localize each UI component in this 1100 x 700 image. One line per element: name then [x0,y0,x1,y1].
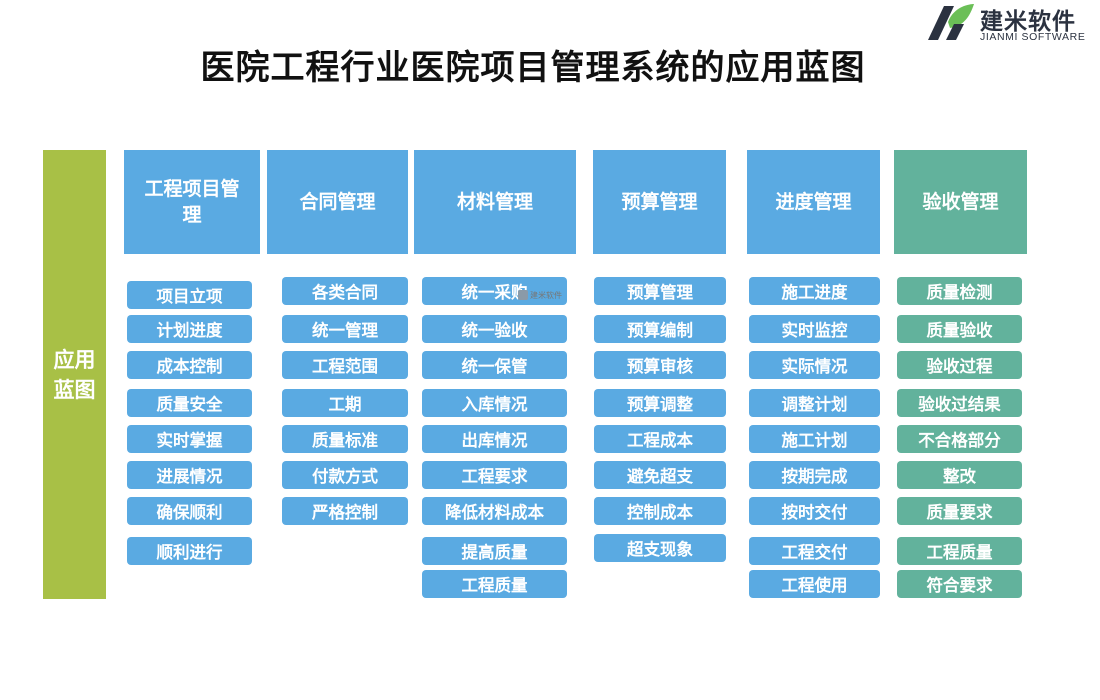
column-header-3: 材料管理 [414,150,576,254]
column-3-item: 统一验收 [422,315,567,343]
column-6-item: 整改 [897,461,1022,489]
column-3-item: 工程质量 [422,570,567,598]
column-1-item: 确保顺利 [127,497,252,525]
column-3-item: 统一保管 [422,351,567,379]
side-label-text: 应用蓝图 [53,347,96,402]
brand-logo: 建米软件 JIANMI SOFTWARE [924,0,1100,46]
column-4-item: 预算编制 [594,315,726,343]
column-3-item: 统一采购 [422,277,567,305]
page-title: 医院工程行业医院项目管理系统的应用蓝图 [200,48,866,88]
column-4-item: 超支现象 [594,534,726,562]
watermark-text: 建米软件 [530,290,562,300]
jianmi-logo-icon [928,4,974,40]
column-3-item: 入库情况 [422,389,567,417]
column-6-item: 质量要求 [897,497,1022,525]
column-5-item: 实时监控 [749,315,880,343]
watermark-icon [518,290,528,300]
column-5-item: 工程交付 [749,537,880,565]
column-4-item: 预算审核 [594,351,726,379]
column-6-item: 质量检测 [897,277,1022,305]
column-3-item: 降低材料成本 [422,497,567,525]
column-2-item: 各类合同 [282,277,408,305]
column-1-item: 成本控制 [127,351,252,379]
column-5-item: 施工计划 [749,425,880,453]
column-6-item: 验收过结果 [897,389,1022,417]
column-2-item: 工期 [282,389,408,417]
column-5-item: 施工进度 [749,277,880,305]
column-4-item: 预算管理 [594,277,726,305]
column-2-item: 付款方式 [282,461,408,489]
column-header-4: 预算管理 [593,150,726,254]
column-5-item: 调整计划 [749,389,880,417]
column-6-item: 符合要求 [897,570,1022,598]
column-2-item: 严格控制 [282,497,408,525]
column-1-item: 计划进度 [127,315,252,343]
column-4-item: 预算调整 [594,389,726,417]
brand-subtitle: JIANMI SOFTWARE [980,31,1086,43]
column-1-item: 顺利进行 [127,537,252,565]
column-2-item: 质量标准 [282,425,408,453]
column-4-item: 避免超支 [594,461,726,489]
side-label: 应用蓝图 [43,150,106,599]
column-6-item: 验收过程 [897,351,1022,379]
column-5-item: 实际情况 [749,351,880,379]
column-header-5: 进度管理 [747,150,880,254]
column-header-2: 合同管理 [267,150,408,254]
column-3-item: 工程要求 [422,461,567,489]
column-4-item: 控制成本 [594,497,726,525]
column-3-item: 提高质量 [422,537,567,565]
column-1-item: 进展情况 [127,461,252,489]
column-2-item: 工程范围 [282,351,408,379]
column-5-item: 工程使用 [749,570,880,598]
column-2-item: 统一管理 [282,315,408,343]
column-5-item: 按期完成 [749,461,880,489]
column-5-item: 按时交付 [749,497,880,525]
column-header-6: 验收管理 [894,150,1027,254]
brand-name: 建米软件 [980,9,1076,35]
column-1-item: 质量安全 [127,389,252,417]
column-6-item: 质量验收 [897,315,1022,343]
column-6-item: 不合格部分 [897,425,1022,453]
column-header-1: 工程项目管理 [124,150,260,254]
column-1-item: 项目立项 [127,281,252,309]
column-6-item: 工程质量 [897,537,1022,565]
column-1-item: 实时掌握 [127,425,252,453]
column-4-item: 工程成本 [594,425,726,453]
column-3-item: 出库情况 [422,425,567,453]
watermark: 建米软件 [518,286,566,304]
